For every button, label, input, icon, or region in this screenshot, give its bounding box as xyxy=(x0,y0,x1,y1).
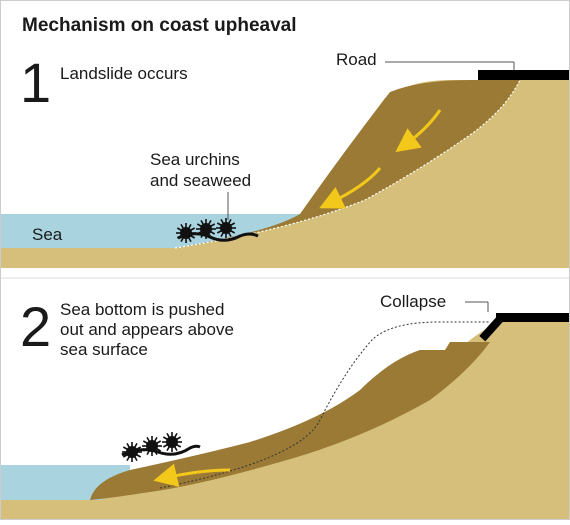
urchins-label-line-1: Sea urchins xyxy=(150,150,240,169)
sea-urchins-seaweed-raised xyxy=(121,432,201,462)
original-ground-outline xyxy=(159,321,490,489)
landslide-mass xyxy=(175,80,520,248)
sea-urchins-seaweed xyxy=(176,218,259,243)
step-2-caption-line-3: sea surface xyxy=(60,340,148,359)
sea-urchin xyxy=(142,436,162,456)
sea-urchin xyxy=(176,223,196,243)
collapse-label: Collapse xyxy=(380,292,446,311)
sea-urchin xyxy=(162,432,182,452)
step-2-number: 2 xyxy=(20,295,51,358)
sea-urchin xyxy=(122,442,142,462)
panel-2: 2 Sea bottom is pushed out and appears a… xyxy=(0,292,570,520)
seaward-arrow xyxy=(153,463,231,488)
urchins-label-line-2: and seaweed xyxy=(150,171,251,190)
displaced-landslide-mass xyxy=(90,342,490,500)
step-2-caption-line-1: Sea bottom is pushed xyxy=(60,300,224,319)
step-1-caption: Landslide occurs xyxy=(60,64,188,83)
slide-arrow-upper xyxy=(395,109,442,153)
sea-urchin xyxy=(196,219,216,239)
slide-arrow-lower xyxy=(319,167,382,209)
sea-label: Sea xyxy=(32,225,63,244)
sea-urchin xyxy=(216,218,236,238)
road xyxy=(478,70,570,80)
road-remaining xyxy=(496,313,570,322)
step-1-number: 1 xyxy=(20,51,51,114)
panel-1: 1 Landslide occurs Road Sea urchins and … xyxy=(0,50,570,268)
cliff-ground-after xyxy=(0,322,570,520)
diagram-title: Mechanism on coast upheaval xyxy=(22,15,297,36)
road-collapsed-piece xyxy=(479,316,503,342)
road-label: Road xyxy=(336,50,377,69)
step-2-caption-line-2: out and appears above xyxy=(60,320,234,339)
